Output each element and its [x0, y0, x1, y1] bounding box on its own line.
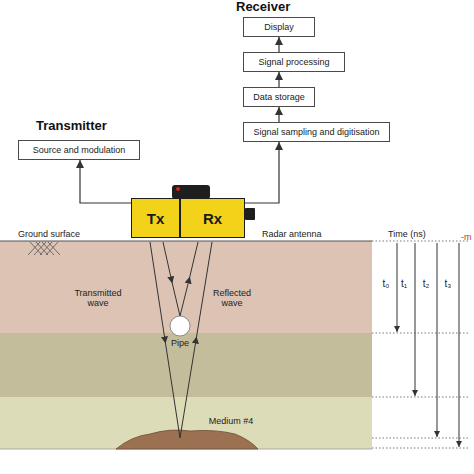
label-text: Receiver [236, 0, 290, 14]
label-text: Time (ns) [388, 229, 426, 239]
label-text: Ground surface [18, 229, 80, 239]
drawing-part [372, 333, 470, 334]
label-text: t₂ [419, 278, 433, 290]
drawing-part [437, 243, 438, 437]
label-text: t₁ [397, 278, 411, 290]
receiver-box: Signal sampling and digitisation [243, 122, 390, 142]
label-text: Reflected wave [213, 288, 251, 308]
drawing-part [372, 448, 470, 449]
antenna-rx: Rx [180, 198, 245, 238]
ground-line [0, 241, 372, 242]
drawing-part [42, 242, 54, 255]
drawing-part [163, 242, 180, 316]
node-text: Signal sampling and digitisation [253, 127, 379, 137]
ground-hatch [28, 242, 60, 255]
label-text: Transmitted wave [74, 288, 121, 308]
label-text: Radar antenna [262, 229, 322, 239]
drawing-part [415, 243, 416, 396]
label-text: t₃ [441, 278, 455, 290]
soil-layer-3 [0, 397, 372, 449]
label-text: t₃ [445, 278, 452, 289]
receiver-box: Data storage [243, 87, 315, 107]
label-text: -m [461, 232, 472, 242]
soil-layer-2 [0, 333, 372, 397]
signal-arrow [278, 37, 279, 52]
label-text: t₂ [423, 278, 430, 289]
label-text: Reflected wave [210, 288, 254, 309]
node-text: Source and modulation [33, 145, 126, 155]
label-text: t₀ [379, 278, 393, 290]
drawing-part [459, 243, 460, 447]
label-text: Radar antenna [262, 229, 322, 239]
node-text: Rx [203, 210, 222, 227]
signal-arrow [80, 160, 131, 203]
antenna-connector [245, 208, 255, 220]
drawing-part [372, 397, 470, 398]
radar-waves [150, 242, 212, 438]
transmitter-box: Source and modulation [18, 140, 140, 160]
label-text: Transmitted wave [68, 288, 128, 309]
drawing-part [372, 241, 470, 242]
drawing-part [48, 242, 60, 255]
label-text: t₁ [401, 278, 407, 289]
label-text: Receiver [236, 0, 290, 15]
drawing-part [36, 242, 48, 255]
label-text: Ground surface [18, 229, 80, 239]
antenna-led [176, 187, 180, 191]
label-text: Pipe [171, 338, 189, 348]
receiver-box: Signal processing [243, 52, 345, 72]
drawing-part [372, 438, 470, 439]
label-text: Pipe [166, 338, 194, 348]
label-text: Transmitter [36, 119, 107, 134]
signal-arrow [278, 107, 279, 122]
node-text: Tx [147, 210, 165, 227]
node-text: Signal processing [258, 57, 329, 67]
time-arrows [397, 243, 459, 447]
signal-arrow [278, 72, 279, 87]
antenna-tx: Tx [131, 198, 180, 238]
drawing-part [30, 242, 42, 255]
receiver-box: Display [243, 17, 315, 37]
label-text: t₀ [383, 278, 390, 289]
medium-mound [116, 430, 258, 449]
signal-arrow [245, 142, 279, 203]
antenna-handle [172, 185, 210, 199]
label-text: Medium #4 [209, 416, 254, 426]
label-text: Medium #4 [203, 416, 259, 426]
time-dotted-lines [372, 241, 470, 448]
drawing-part [180, 242, 198, 316]
node-text: Data storage [253, 92, 305, 102]
drawing-part [397, 243, 398, 332]
label-text: Time (ns) [388, 229, 426, 239]
label-text: -m [461, 232, 472, 242]
label-text: Transmitter [36, 118, 107, 133]
pipe-circle [170, 316, 190, 336]
node-text: Display [264, 22, 294, 32]
